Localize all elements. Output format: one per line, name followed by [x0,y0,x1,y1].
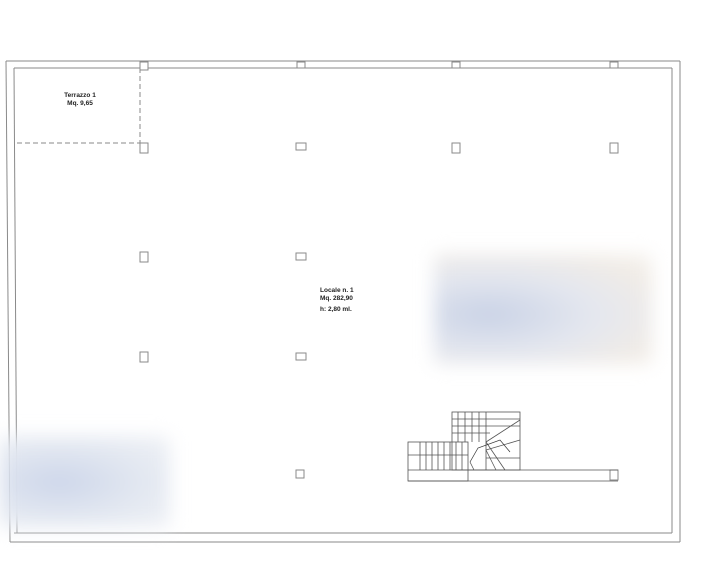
column [139,251,149,263]
column [296,61,306,69]
redacted-area [0,436,170,528]
column [295,142,307,151]
room-height: h: 2,80 ml. [320,306,352,313]
columns [139,61,619,481]
column [139,351,149,363]
room-area: Mq. 282,90 [320,295,353,302]
column [609,469,619,481]
column [295,352,307,361]
column [609,142,619,154]
column [295,252,307,261]
room-label: Locale n. 1 Mq. 282,90 h: 2,80 ml. [320,287,354,314]
column [451,61,461,69]
column [139,61,149,71]
terrace-label: Terrazzo 1 Mq. 9,65 [40,92,120,108]
staircase [407,411,618,482]
column [451,142,461,154]
terrace-name: Terrazzo 1 [64,92,96,99]
redacted-area [434,254,652,364]
column [609,61,619,69]
room-name: Locale n. 1 [320,287,354,294]
column [295,469,305,479]
outer-walls [5,60,681,543]
column [139,142,149,154]
terrace-area: Mq. 9,65 [67,100,93,107]
terrace-partition [17,68,141,144]
